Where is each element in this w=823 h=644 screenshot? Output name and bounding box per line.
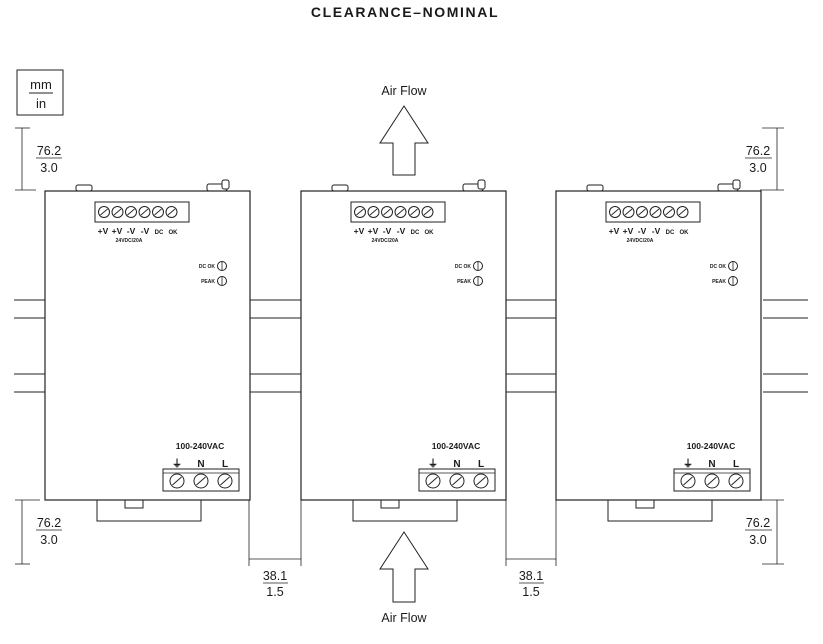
output-terminal-label: OK	[425, 230, 435, 236]
airflow-top-label: Air Flow	[381, 84, 427, 98]
dim-bottom-right-mm: 76.2	[746, 516, 770, 530]
output-terminal-label: -V	[652, 226, 661, 236]
power-supply-module: +V+V -V -V DC OK 24VDC/20A DC OK PEAK 100-240VAC…	[300, 179, 507, 522]
dim-bottom-left-mm: 76.2	[37, 516, 61, 530]
units-box: mm in	[16, 69, 64, 116]
input-terminal-label: N	[708, 459, 715, 470]
output-terminal-label: -V	[638, 226, 647, 236]
output-terminal-label: DC	[411, 230, 420, 236]
input-terminal-label: L	[478, 459, 484, 470]
airflow-up-arrow: Air Flow	[379, 84, 429, 176]
led-peak-label: PEAK	[201, 279, 215, 285]
input-terminal-label: ⏚	[172, 458, 182, 470]
dimension-top-left	[15, 127, 62, 191]
units-in: in	[36, 96, 46, 111]
output-terminal-label: OK	[680, 230, 690, 236]
output-terminal-label: +V	[112, 226, 123, 236]
input-terminal-label: ⏚	[683, 458, 693, 470]
dimension-bottom-left	[15, 499, 62, 565]
dim-top-right-mm: 76.2	[746, 144, 770, 158]
airflow-bottom-label: Air Flow	[381, 611, 427, 625]
output-terminal-label: +V	[368, 226, 379, 236]
output-terminal-label: -V	[141, 226, 150, 236]
dim-gap-left-in: 1.5	[266, 585, 283, 599]
dimension-top-right	[745, 127, 784, 191]
power-supply-module: +V+V -V -V DC OK 24VDC/20A DC OK PEAK 100-240VAC…	[44, 179, 251, 522]
led-dc-ok-label: DC OK	[455, 264, 472, 270]
output-rating-label: 24VDC/20A	[627, 238, 654, 244]
dimension-gap-left	[248, 500, 302, 584]
dim-bottom-right-in: 3.0	[749, 533, 766, 547]
input-voltage-label: 100-240VAC	[176, 441, 225, 451]
output-terminal-label: -V	[127, 226, 136, 236]
airflow-bottom-arrow: Air Flow	[379, 531, 429, 625]
input-terminal-label: N	[197, 459, 204, 470]
output-rating-label: 24VDC/20A	[372, 238, 399, 244]
dim-top-right-in: 3.0	[749, 161, 766, 175]
dim-bottom-left-in: 3.0	[40, 533, 57, 547]
dimension-bottom-right	[745, 499, 784, 565]
led-dc-ok-label: DC OK	[710, 264, 727, 270]
din-rail	[14, 299, 808, 393]
input-terminal-label: N	[453, 459, 460, 470]
led-dc-ok-label: DC OK	[199, 264, 216, 270]
output-terminal-label: -V	[397, 226, 406, 236]
output-terminal-label: +V	[98, 226, 109, 236]
dimension-gap-right	[505, 500, 557, 584]
led-peak-label: PEAK	[712, 279, 726, 285]
output-terminal-label: DC	[155, 230, 164, 236]
dim-top-left-in: 3.0	[40, 161, 57, 175]
units-mm: mm	[30, 77, 52, 92]
dim-gap-right-mm: 38.1	[519, 569, 543, 583]
led-peak-label: PEAK	[457, 279, 471, 285]
output-terminal-label: DC	[666, 230, 675, 236]
output-rating-label: 24VDC/20A	[116, 238, 143, 244]
input-voltage-label: 100-240VAC	[432, 441, 481, 451]
output-terminal-label: -V	[383, 226, 392, 236]
dim-gap-left-mm: 38.1	[263, 569, 287, 583]
input-terminal-label: ⏚	[428, 458, 438, 470]
output-terminal-label: OK	[169, 230, 179, 236]
output-terminal-label: +V	[609, 226, 620, 236]
dim-top-left-mm: 76.2	[37, 144, 61, 158]
input-voltage-label: 100-240VAC	[687, 441, 736, 451]
output-terminal-label: +V	[623, 226, 634, 236]
dim-gap-right-in: 1.5	[522, 585, 539, 599]
output-terminal-label: +V	[354, 226, 365, 236]
diagram-title: CLEARANCE–NOMINAL	[310, 4, 500, 20]
input-terminal-label: L	[733, 459, 739, 470]
power-supply-module: +V+V -V -V DC OK 24VDC/20A DC OK PEAK 100-240VAC…	[555, 179, 762, 522]
input-terminal-label: L	[222, 459, 228, 470]
